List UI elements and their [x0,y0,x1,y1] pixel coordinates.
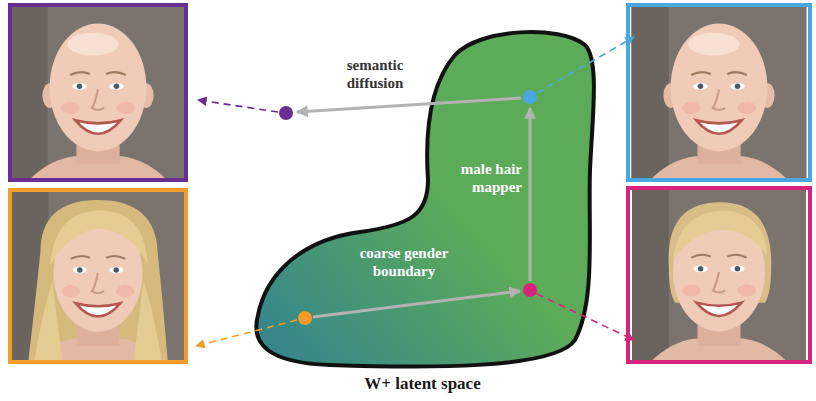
latent-space-region: W+ latent space [245,20,600,398]
image-frame [10,190,186,362]
face-image [12,190,184,362]
latent-point [523,283,537,297]
region-outline [245,20,600,398]
image-frame [628,5,810,180]
dashed-pointer [537,37,634,93]
dashed-pointer [198,100,278,112]
edit-arrow [529,108,532,281]
latent-point [298,311,312,325]
latent-point [279,106,293,120]
arrow-label: male hair mapper [428,160,522,196]
arrow-label: coarse gender boundary [340,244,468,280]
face-image [11,5,186,180]
image-frame [10,5,186,180]
latent-blob [256,32,594,367]
dashed-pointer [537,294,634,340]
face-image [632,5,807,180]
edit-arrow [297,98,521,112]
region-heading: W+ latent space [364,374,480,394]
dashed-pointer [196,320,297,346]
edit-arrow [313,291,520,317]
image-frame [628,188,810,362]
face-image [632,188,806,362]
arrow-label: semantic diffusion [320,56,430,92]
latent-point [523,90,537,104]
